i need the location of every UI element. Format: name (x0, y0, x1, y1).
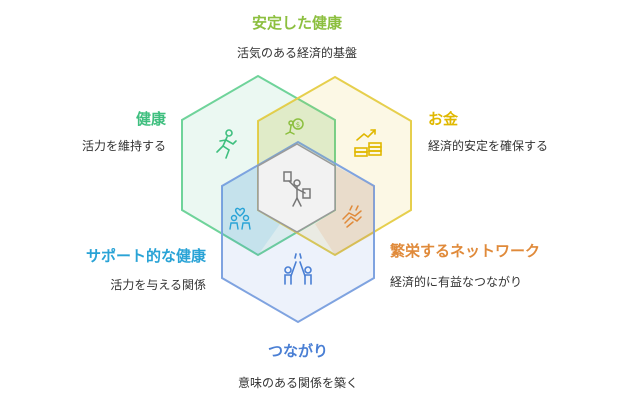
person-with-money-icon: $ (285, 118, 304, 135)
thriving-network-title: 繁栄するネットワーク (390, 242, 541, 260)
svg-text:$: $ (296, 121, 300, 129)
running-person-icon (216, 129, 237, 159)
money-desc: 経済的安定を確保する (428, 139, 549, 153)
supportive-health-overlap (222, 166, 280, 255)
money-title: お金 (428, 110, 459, 128)
health-desc: 活力を維持する (81, 139, 166, 153)
stable-health-desc: 活気のある経済的基盤 (236, 46, 358, 60)
connection-desc: 意味のある関係を築く (237, 376, 359, 390)
money-growth-icon (354, 129, 382, 157)
health-title: 健康 (135, 110, 166, 128)
stable-health-title: 安定した健康 (251, 14, 343, 32)
supportive-health-title: サポート的な健康 (85, 247, 206, 265)
high-five-icon (284, 253, 312, 285)
supportive-health-desc: 活力を与える関係 (110, 278, 206, 292)
people-heart-icon (229, 207, 251, 230)
thriving-network-overlap (315, 166, 374, 255)
connection-title: つながり (267, 342, 329, 360)
thriving-network-desc: 経済的に有益なつながり (390, 275, 523, 289)
balanced-person-icon (283, 171, 311, 207)
handshake-icon (342, 205, 362, 228)
